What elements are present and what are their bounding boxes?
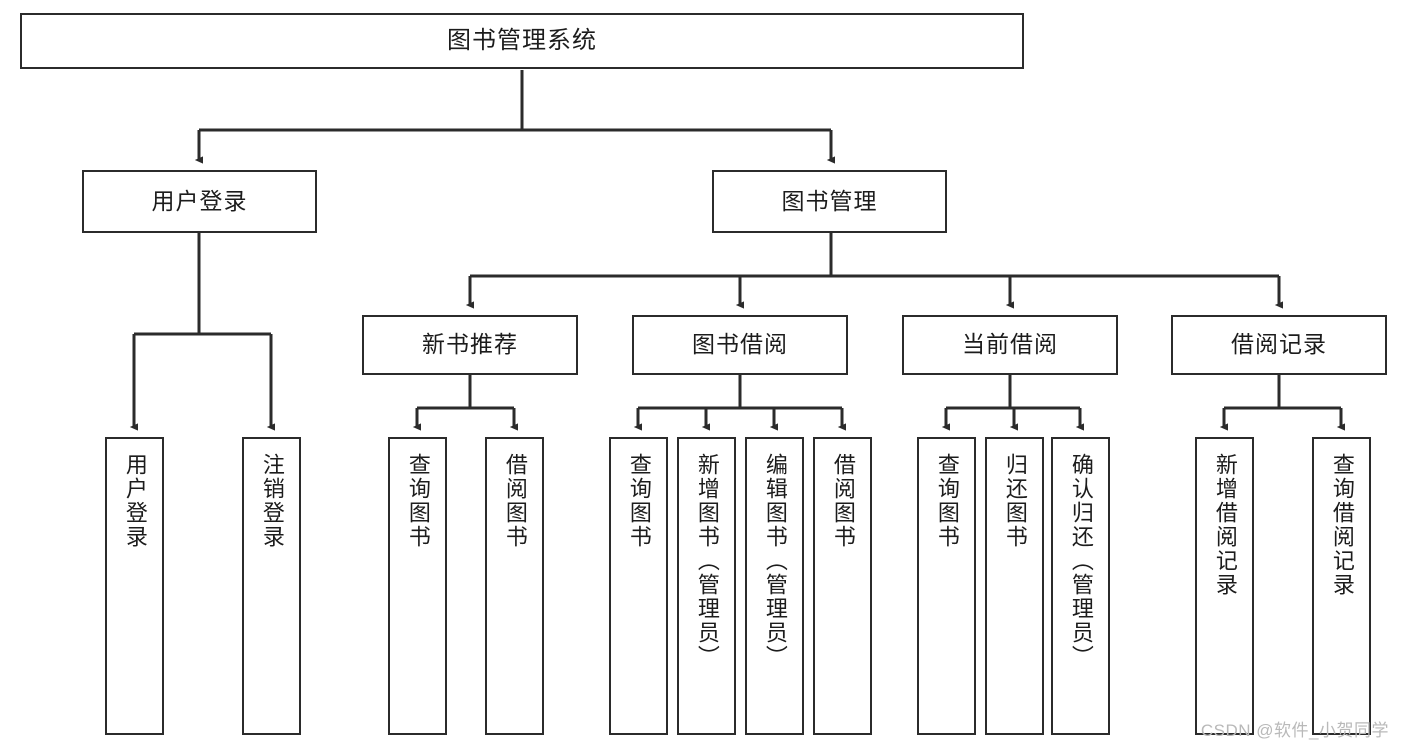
node-label: 查询图书 xyxy=(626,453,652,549)
leaf-add-borrow-record[interactable]: 新增借阅记录 xyxy=(1195,437,1254,735)
node-label: 当前借阅 xyxy=(962,331,1058,358)
node-label: 新书推荐 xyxy=(422,331,518,358)
node-label: 查询图书 xyxy=(934,453,960,549)
leaf-borrow-books[interactable]: 借阅图书 xyxy=(813,437,872,735)
node-label: 借阅图书 xyxy=(830,453,856,549)
node-book-management[interactable]: 图书管理 xyxy=(712,170,947,233)
leaf-logout-login[interactable]: 注销登录 xyxy=(242,437,301,735)
node-label: 图书借阅 xyxy=(692,331,788,358)
node-book-borrowing[interactable]: 图书借阅 xyxy=(632,315,848,375)
node-label: 借阅记录 xyxy=(1231,331,1327,358)
node-label: 查询图书 xyxy=(405,453,431,549)
node-label: 编辑图书（管理员） xyxy=(762,453,788,669)
node-label: 新增借阅记录 xyxy=(1212,453,1238,597)
node-label: 新增图书（管理员） xyxy=(694,453,720,669)
leaf-query-borrow-record[interactable]: 查询借阅记录 xyxy=(1312,437,1371,735)
leaf-query-books-current[interactable]: 查询图书 xyxy=(917,437,976,735)
node-borrowing-records[interactable]: 借阅记录 xyxy=(1171,315,1387,375)
leaf-add-book-admin[interactable]: 新增图书（管理员） xyxy=(677,437,736,735)
leaf-borrow-books-recommend[interactable]: 借阅图书 xyxy=(485,437,544,735)
node-label: 借阅图书 xyxy=(502,453,528,549)
leaf-user-login[interactable]: 用户登录 xyxy=(105,437,164,735)
leaf-query-books-borrow[interactable]: 查询图书 xyxy=(609,437,668,735)
node-user-login[interactable]: 用户登录 xyxy=(82,170,317,233)
node-label: 用户登录 xyxy=(151,187,248,214)
node-label: 确认归还（管理员） xyxy=(1068,453,1094,669)
node-label: 注销登录 xyxy=(259,453,285,549)
leaf-return-books[interactable]: 归还图书 xyxy=(985,437,1044,735)
leaf-edit-book-admin[interactable]: 编辑图书（管理员） xyxy=(745,437,804,735)
node-new-book-recommendation[interactable]: 新书推荐 xyxy=(362,315,578,375)
csdn-watermark: CSDN @软件_小贺同学 xyxy=(1200,721,1389,740)
leaf-query-books-recommend[interactable]: 查询图书 xyxy=(388,437,447,735)
node-label: 用户登录 xyxy=(122,453,148,549)
node-label: 图书管理系统 xyxy=(447,26,597,54)
node-label: 图书管理 xyxy=(781,187,878,214)
node-label: 归还图书 xyxy=(1002,453,1028,549)
node-current-borrowing[interactable]: 当前借阅 xyxy=(902,315,1118,375)
leaf-confirm-return-admin[interactable]: 确认归还（管理员） xyxy=(1051,437,1110,735)
node-label: 查询借阅记录 xyxy=(1329,453,1355,597)
node-book-management-system[interactable]: 图书管理系统 xyxy=(20,13,1024,69)
